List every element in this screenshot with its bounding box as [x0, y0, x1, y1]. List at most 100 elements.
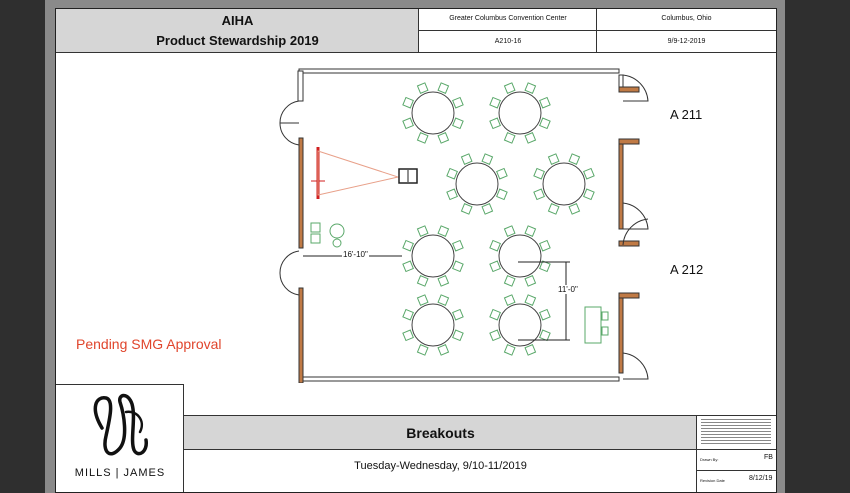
room-code-cell: [419, 31, 597, 53]
left-wall-panel-2: [298, 287, 304, 383]
chair: [402, 260, 414, 273]
chair: [437, 82, 450, 94]
venue-cell: [419, 9, 597, 31]
chair: [496, 167, 508, 180]
chair: [547, 203, 560, 215]
chair: [437, 132, 450, 144]
chair: [402, 239, 414, 252]
chair: [533, 188, 545, 201]
logo-cell: [56, 384, 184, 492]
chair: [539, 96, 551, 109]
chair: [460, 153, 473, 165]
chair: [416, 294, 429, 306]
right-door-4: [622, 352, 649, 380]
drawing-sheet: AIHA Product Stewardship 2019 Greater Co…: [45, 0, 785, 493]
chair: [568, 203, 581, 215]
right-wall-jamb-1: [618, 86, 640, 93]
chair: [452, 96, 464, 109]
chair: [503, 294, 516, 306]
date-line-cell: [184, 450, 697, 492]
drawn-by-label: Drawn By:: [700, 457, 719, 462]
chair: [416, 225, 429, 237]
drawing-title-cell: [184, 415, 697, 450]
left-wall-upper: [297, 70, 304, 102]
right-door-3: [622, 218, 649, 246]
chair: [539, 117, 551, 130]
chair: [503, 225, 516, 237]
drawn-by-cell: [697, 450, 776, 471]
chair: [416, 82, 429, 94]
chair: [539, 308, 551, 321]
round-table: [489, 294, 551, 356]
chair: [402, 117, 414, 130]
av-items: [310, 222, 345, 248]
right-wall-panel-1: [618, 138, 624, 230]
disclaimer-text: [701, 419, 771, 445]
dates-cell: [597, 31, 776, 53]
round-table: [402, 294, 464, 356]
right-door-1: [622, 74, 649, 102]
chair: [503, 344, 516, 356]
date-line: Tuesday-Wednesday, 9/10-11/2019: [354, 460, 527, 472]
approval-note: Pending SMG Approval: [76, 336, 222, 352]
round-table: [402, 225, 464, 287]
chair: [437, 225, 450, 237]
chair: [489, 308, 501, 321]
right-door-2: [622, 202, 649, 230]
chair: [524, 294, 537, 306]
room-label-a212: A 212: [670, 262, 704, 277]
chair: [583, 188, 595, 201]
chair: [547, 153, 560, 165]
registration-table: [584, 306, 602, 344]
bottom-wall: [298, 376, 620, 382]
client-name: AIHA: [221, 13, 254, 28]
chair: [416, 132, 429, 144]
round-table: [489, 82, 551, 144]
top-wall: [298, 68, 620, 74]
chair: [452, 117, 464, 130]
chair: [524, 344, 537, 356]
chair: [481, 153, 494, 165]
round-table: [402, 82, 464, 144]
event-name: Product Stewardship 2019: [156, 33, 319, 48]
right-wall-panel-2: [618, 292, 624, 374]
chair: [533, 167, 545, 180]
chair: [452, 308, 464, 321]
round-table: [489, 225, 551, 287]
chair: [452, 239, 464, 252]
registration-chair-1: [601, 311, 609, 321]
drawn-by-value: FB: [764, 454, 773, 461]
chair: [524, 275, 537, 287]
chair: [452, 260, 464, 273]
left-door-upper: [279, 100, 300, 146]
right-wall-jamb-4: [618, 292, 640, 299]
left-door-lower: [279, 250, 300, 296]
revision-date-value: 8/12/19: [749, 475, 773, 482]
drawing-title: Breakouts: [406, 425, 475, 441]
chair: [402, 329, 414, 342]
chair: [524, 225, 537, 237]
city-cell: [597, 9, 776, 31]
right-wall-jamb-2: [618, 138, 640, 145]
chair: [539, 239, 551, 252]
chair: [437, 275, 450, 287]
chair: [446, 188, 458, 201]
floor-plan-drawing: AIHA Product Stewardship 2019 Greater Co…: [55, 8, 777, 493]
chair: [524, 132, 537, 144]
venue-name: Greater Columbus Convention Center: [449, 15, 567, 22]
chair: [489, 117, 501, 130]
dimension-horizontal-label: 16'-10": [342, 250, 369, 259]
event-dates: 9/9-12-2019: [667, 38, 706, 45]
chair: [489, 260, 501, 273]
chair: [539, 260, 551, 273]
right-wall-jamb-3: [618, 240, 640, 247]
chair: [503, 132, 516, 144]
room-code: A210-16: [494, 38, 522, 45]
room-label-a211: A 211: [670, 107, 703, 122]
disclaimer-cell: [697, 415, 776, 450]
chair: [489, 239, 501, 252]
chair: [481, 203, 494, 215]
revision-date-label: Revision Date: [700, 478, 725, 483]
chair: [524, 82, 537, 94]
